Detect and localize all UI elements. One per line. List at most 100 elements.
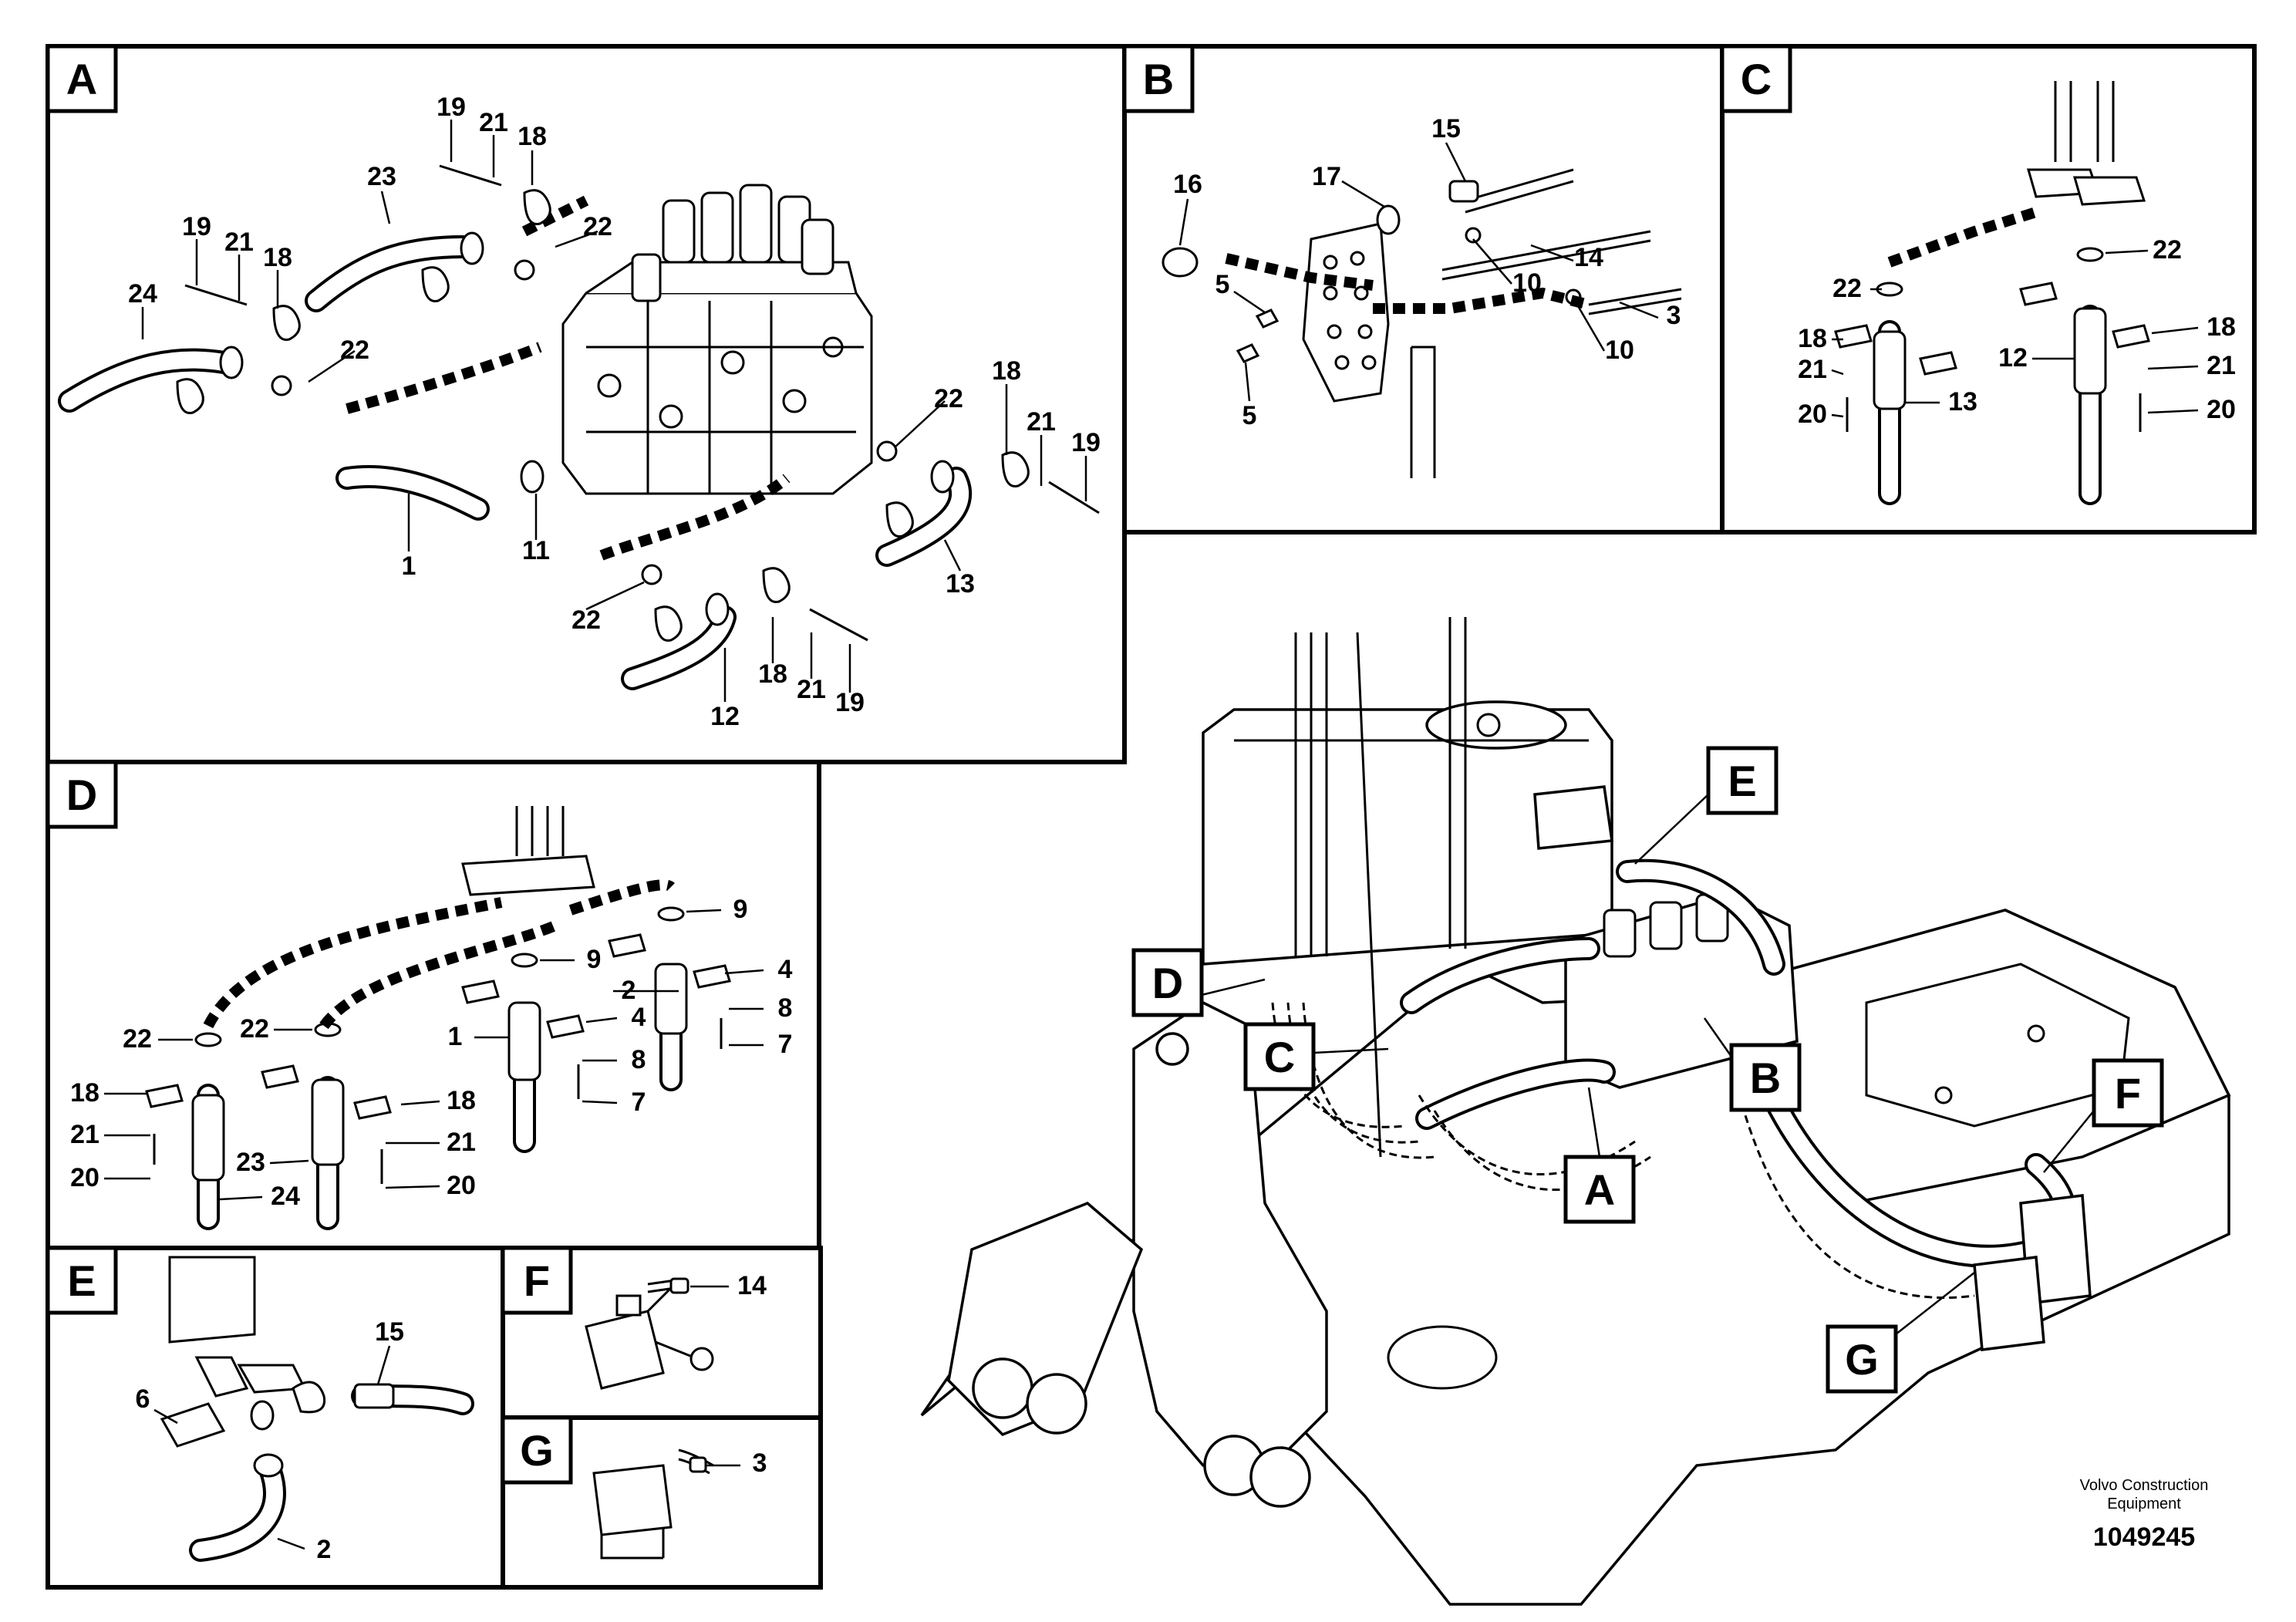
callout-c-20-left: 20: [1798, 400, 1827, 429]
callout-a-18-left: 18: [263, 243, 292, 272]
panel-b: B 15 16 17 14 5 10 3 10 5: [1122, 44, 1725, 534]
callout-d-9-mid: 9: [587, 945, 602, 974]
callout-c-13: 13: [1948, 387, 1977, 416]
overview-tag-d-box: [1131, 948, 1204, 1017]
overview-tag-g-box: [1826, 1324, 1898, 1394]
callout-a-19-left: 19: [182, 212, 211, 241]
panel-g-label-box: [501, 1415, 573, 1485]
callout-b-5-bottom: 5: [1242, 401, 1257, 430]
routing-12: [599, 474, 791, 561]
callout-b-10-top: 10: [1512, 268, 1542, 298]
callout-e-15: 15: [375, 1317, 404, 1347]
bolt-5a: [1255, 309, 1279, 329]
callout-a-21-right: 21: [1027, 407, 1056, 437]
block-c2: [2073, 176, 2146, 206]
overview-tag-b: B: [1750, 1054, 1781, 1102]
callout-a-22-left: 22: [340, 336, 369, 365]
callout-d-20-left: 20: [70, 1163, 99, 1192]
panel-b-label: B: [1143, 55, 1174, 103]
callout-a-1: 1: [402, 551, 416, 581]
bracket-plate: [1302, 222, 1436, 478]
callout-a-19: 19: [437, 93, 466, 122]
callout-c-18-left: 18: [1798, 324, 1827, 353]
callout-g-3: 3: [753, 1448, 767, 1478]
callout-a-24: 24: [128, 279, 157, 309]
callout-d-8-right: 8: [778, 993, 793, 1023]
panel-g-label: G: [520, 1426, 554, 1475]
callout-a-22-top: 22: [583, 212, 612, 241]
panel-c: C 22 22 18 18 21 12 21 20 13 20: [1720, 44, 2257, 534]
brand-line-2: Equipment: [2107, 1496, 2181, 1512]
callout-c-21-left: 21: [1798, 355, 1827, 384]
nut-17: [1376, 204, 1401, 235]
callout-a-18-right: 18: [992, 356, 1021, 386]
callout-a-18-bottom: 18: [758, 659, 787, 689]
panel-f-label-box: [501, 1246, 573, 1315]
callout-c-21-right: 21: [2207, 351, 2236, 380]
callout-d-4-mid: 4: [632, 1003, 646, 1032]
panel-e-label-box: [46, 1246, 118, 1315]
overview-tag-a: A: [1584, 1165, 1615, 1214]
panel-d-label-box: [46, 760, 118, 829]
callout-d-18-left: 18: [70, 1078, 99, 1108]
callout-a-19-bottom: 19: [835, 688, 865, 717]
panel-f: F 14: [501, 1246, 823, 1420]
panel-c-label-box: [1720, 44, 1792, 113]
valve-f: [585, 1310, 665, 1390]
callouts-b: 15 16 17 14 5 10 3 10 5: [1173, 114, 1681, 430]
overview-tag-f-box: [2092, 1058, 2164, 1128]
callouts-c: 22 22 18 18 21 12 21 20 13 20: [1798, 235, 2236, 429]
control-valve-block: [561, 184, 873, 495]
callout-b-10-bottom: 10: [1605, 336, 1634, 365]
callout-c-12: 12: [1998, 343, 2028, 373]
callout-d-22-mid: 22: [240, 1014, 269, 1044]
callout-b-16: 16: [1173, 170, 1202, 199]
panel-f-label: F: [524, 1256, 550, 1305]
tee-6: [160, 1402, 226, 1448]
overview-tags: E D C B A F G: [1131, 746, 2164, 1394]
overview-tag-f: F: [2115, 1069, 2141, 1118]
callout-d-21-right: 21: [447, 1128, 476, 1157]
callout-a-12: 12: [710, 702, 740, 731]
overview-tag-e: E: [1728, 757, 1756, 805]
bolt-5b: [1236, 343, 1260, 363]
boom-foot: [1132, 1000, 1328, 1467]
valve-block-e: [168, 1256, 256, 1344]
callout-a-18: 18: [518, 122, 547, 151]
panel-a-label: A: [66, 55, 97, 103]
doc-number: 1049245: [2093, 1523, 2195, 1552]
callouts-e: 15 6 2: [136, 1317, 404, 1564]
callout-d-22-left: 22: [123, 1024, 152, 1054]
overview-tag-c: C: [1264, 1033, 1295, 1081]
overview-tag-e-box: [1706, 746, 1778, 815]
callout-d-20-right: 20: [447, 1171, 476, 1200]
callout-a-22-right: 22: [934, 384, 963, 413]
callout-b-3: 3: [1667, 301, 1681, 330]
callout-d-24: 24: [271, 1182, 300, 1211]
pipe-15: [1465, 168, 1574, 214]
callout-e-6: 6: [136, 1384, 150, 1414]
panel-a: A: [46, 44, 1127, 764]
callout-b-17: 17: [1312, 162, 1341, 191]
callout-d-18-right: 18: [447, 1086, 476, 1115]
callout-a-11: 11: [522, 536, 550, 565]
bracket-g: [592, 1464, 673, 1536]
overview-tag-b-box: [1729, 1043, 1802, 1112]
callout-d-7-mid: 7: [632, 1088, 646, 1117]
pipe-14: [1441, 230, 1651, 281]
callouts-d: 9 9 4 2 22 22 8 1 4 18 8 7 7 18 21 21 20…: [70, 895, 792, 1211]
panel-b-frame: [1122, 44, 1725, 534]
panel-a-label-box: [46, 44, 118, 113]
plug-16: [1161, 247, 1199, 278]
callout-d-9-top: 9: [733, 895, 748, 924]
panel-e: E 15 6 2: [46, 1246, 505, 1590]
callout-a-13: 13: [946, 569, 975, 599]
callout-c-22-right: 22: [2153, 235, 2182, 265]
panel-d: D 9 9 4 2 22 22 8 1: [46, 760, 821, 1250]
callout-c-18-right: 18: [2207, 312, 2236, 342]
callout-f-14: 14: [737, 1271, 767, 1300]
footer: Volvo Construction Equipment 1049245: [2080, 1477, 2209, 1552]
callout-a-21: 21: [479, 108, 508, 137]
callout-c-20-right: 20: [2207, 395, 2236, 424]
fitting-15: [1448, 180, 1479, 203]
